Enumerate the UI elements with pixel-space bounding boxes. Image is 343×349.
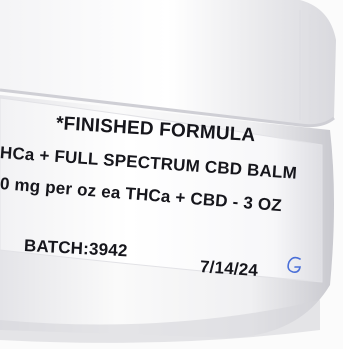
label-paper bbox=[0, 97, 323, 283]
lid-ridges bbox=[299, 10, 321, 122]
jar-lid bbox=[0, 0, 336, 126]
lid-edge bbox=[0, 88, 335, 128]
jar-bottom-shadow bbox=[0, 300, 320, 343]
